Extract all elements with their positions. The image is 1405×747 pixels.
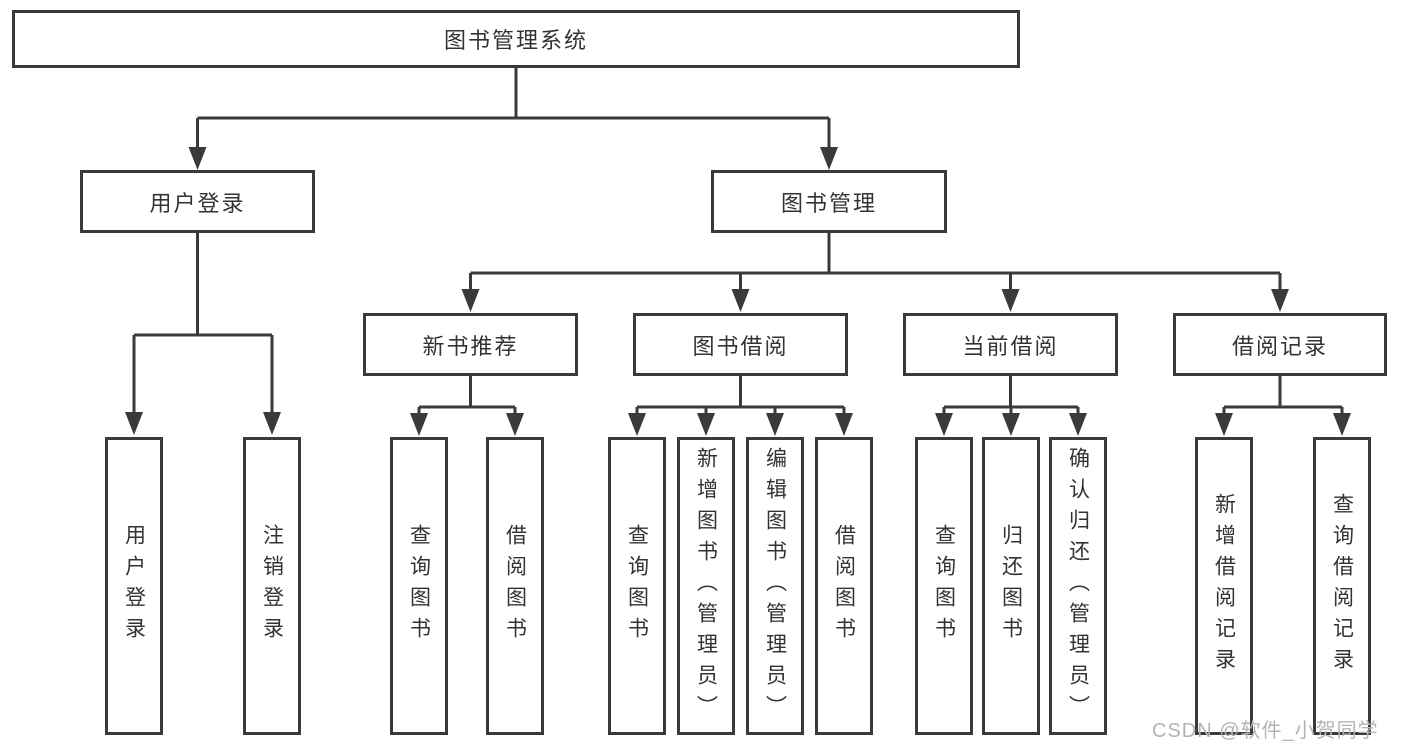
arrowheads-current-borrowing-fan: [935, 413, 1087, 436]
node-current-borrowing: 当前借阅: [903, 313, 1118, 376]
leaf-user-login: 用户登录: [105, 437, 163, 735]
node-borrowing-records: 借阅记录: [1173, 313, 1387, 376]
leaf-query-books-recommend: 查询图书: [390, 437, 448, 735]
leaf-confirm-return-admin: 确认归还（管理员）: [1049, 437, 1107, 735]
node-book-management: 图书管理: [711, 170, 947, 233]
leaf-borrow-books-borrowing: 借阅图书: [815, 437, 873, 735]
node-library-management-system: 图书管理系统: [12, 10, 1020, 68]
connector-book-borrowing-fan: [635, 376, 846, 414]
arrowheads-book-management-fan: [461, 289, 1289, 312]
node-new-book-recommendation: 新书推荐: [363, 313, 578, 376]
watermark: CSDN @软件_小贺同学: [1152, 720, 1379, 742]
leaf-return-books: 归还图书: [982, 437, 1040, 735]
connector-root-fan: [196, 68, 831, 148]
arrowheads-new-book-fan: [410, 413, 524, 436]
connector-book-management-fan: [469, 233, 1282, 290]
node-user-login: 用户登录: [80, 170, 315, 233]
leaf-logout: 注销登录: [243, 437, 301, 735]
arrowheads-book-borrowing-fan: [628, 413, 853, 436]
arrowheads-user-login-fan: [125, 412, 281, 435]
connector-current-borrowing-fan: [942, 376, 1080, 414]
connector-new-book-fan: [417, 376, 517, 414]
connector-borrowing-records-fan: [1222, 376, 1344, 414]
arrowheads-root-fan: [188, 147, 838, 170]
leaf-borrow-books-recommend: 借阅图书: [486, 437, 544, 735]
leaf-edit-book-admin: 编辑图书（管理员）: [746, 437, 804, 735]
leaf-query-books-borrowing: 查询图书: [608, 437, 666, 735]
node-book-borrowing: 图书借阅: [633, 313, 848, 376]
leaf-add-borrow-record: 新增借阅记录: [1195, 437, 1253, 735]
arrowheads-borrowing-records-fan: [1215, 413, 1351, 436]
connector-user-login-fan: [132, 233, 274, 413]
leaf-add-book-admin: 新增图书（管理员）: [677, 437, 735, 735]
leaf-query-books-current: 查询图书: [915, 437, 973, 735]
leaf-query-borrow-record: 查询借阅记录: [1313, 437, 1371, 735]
